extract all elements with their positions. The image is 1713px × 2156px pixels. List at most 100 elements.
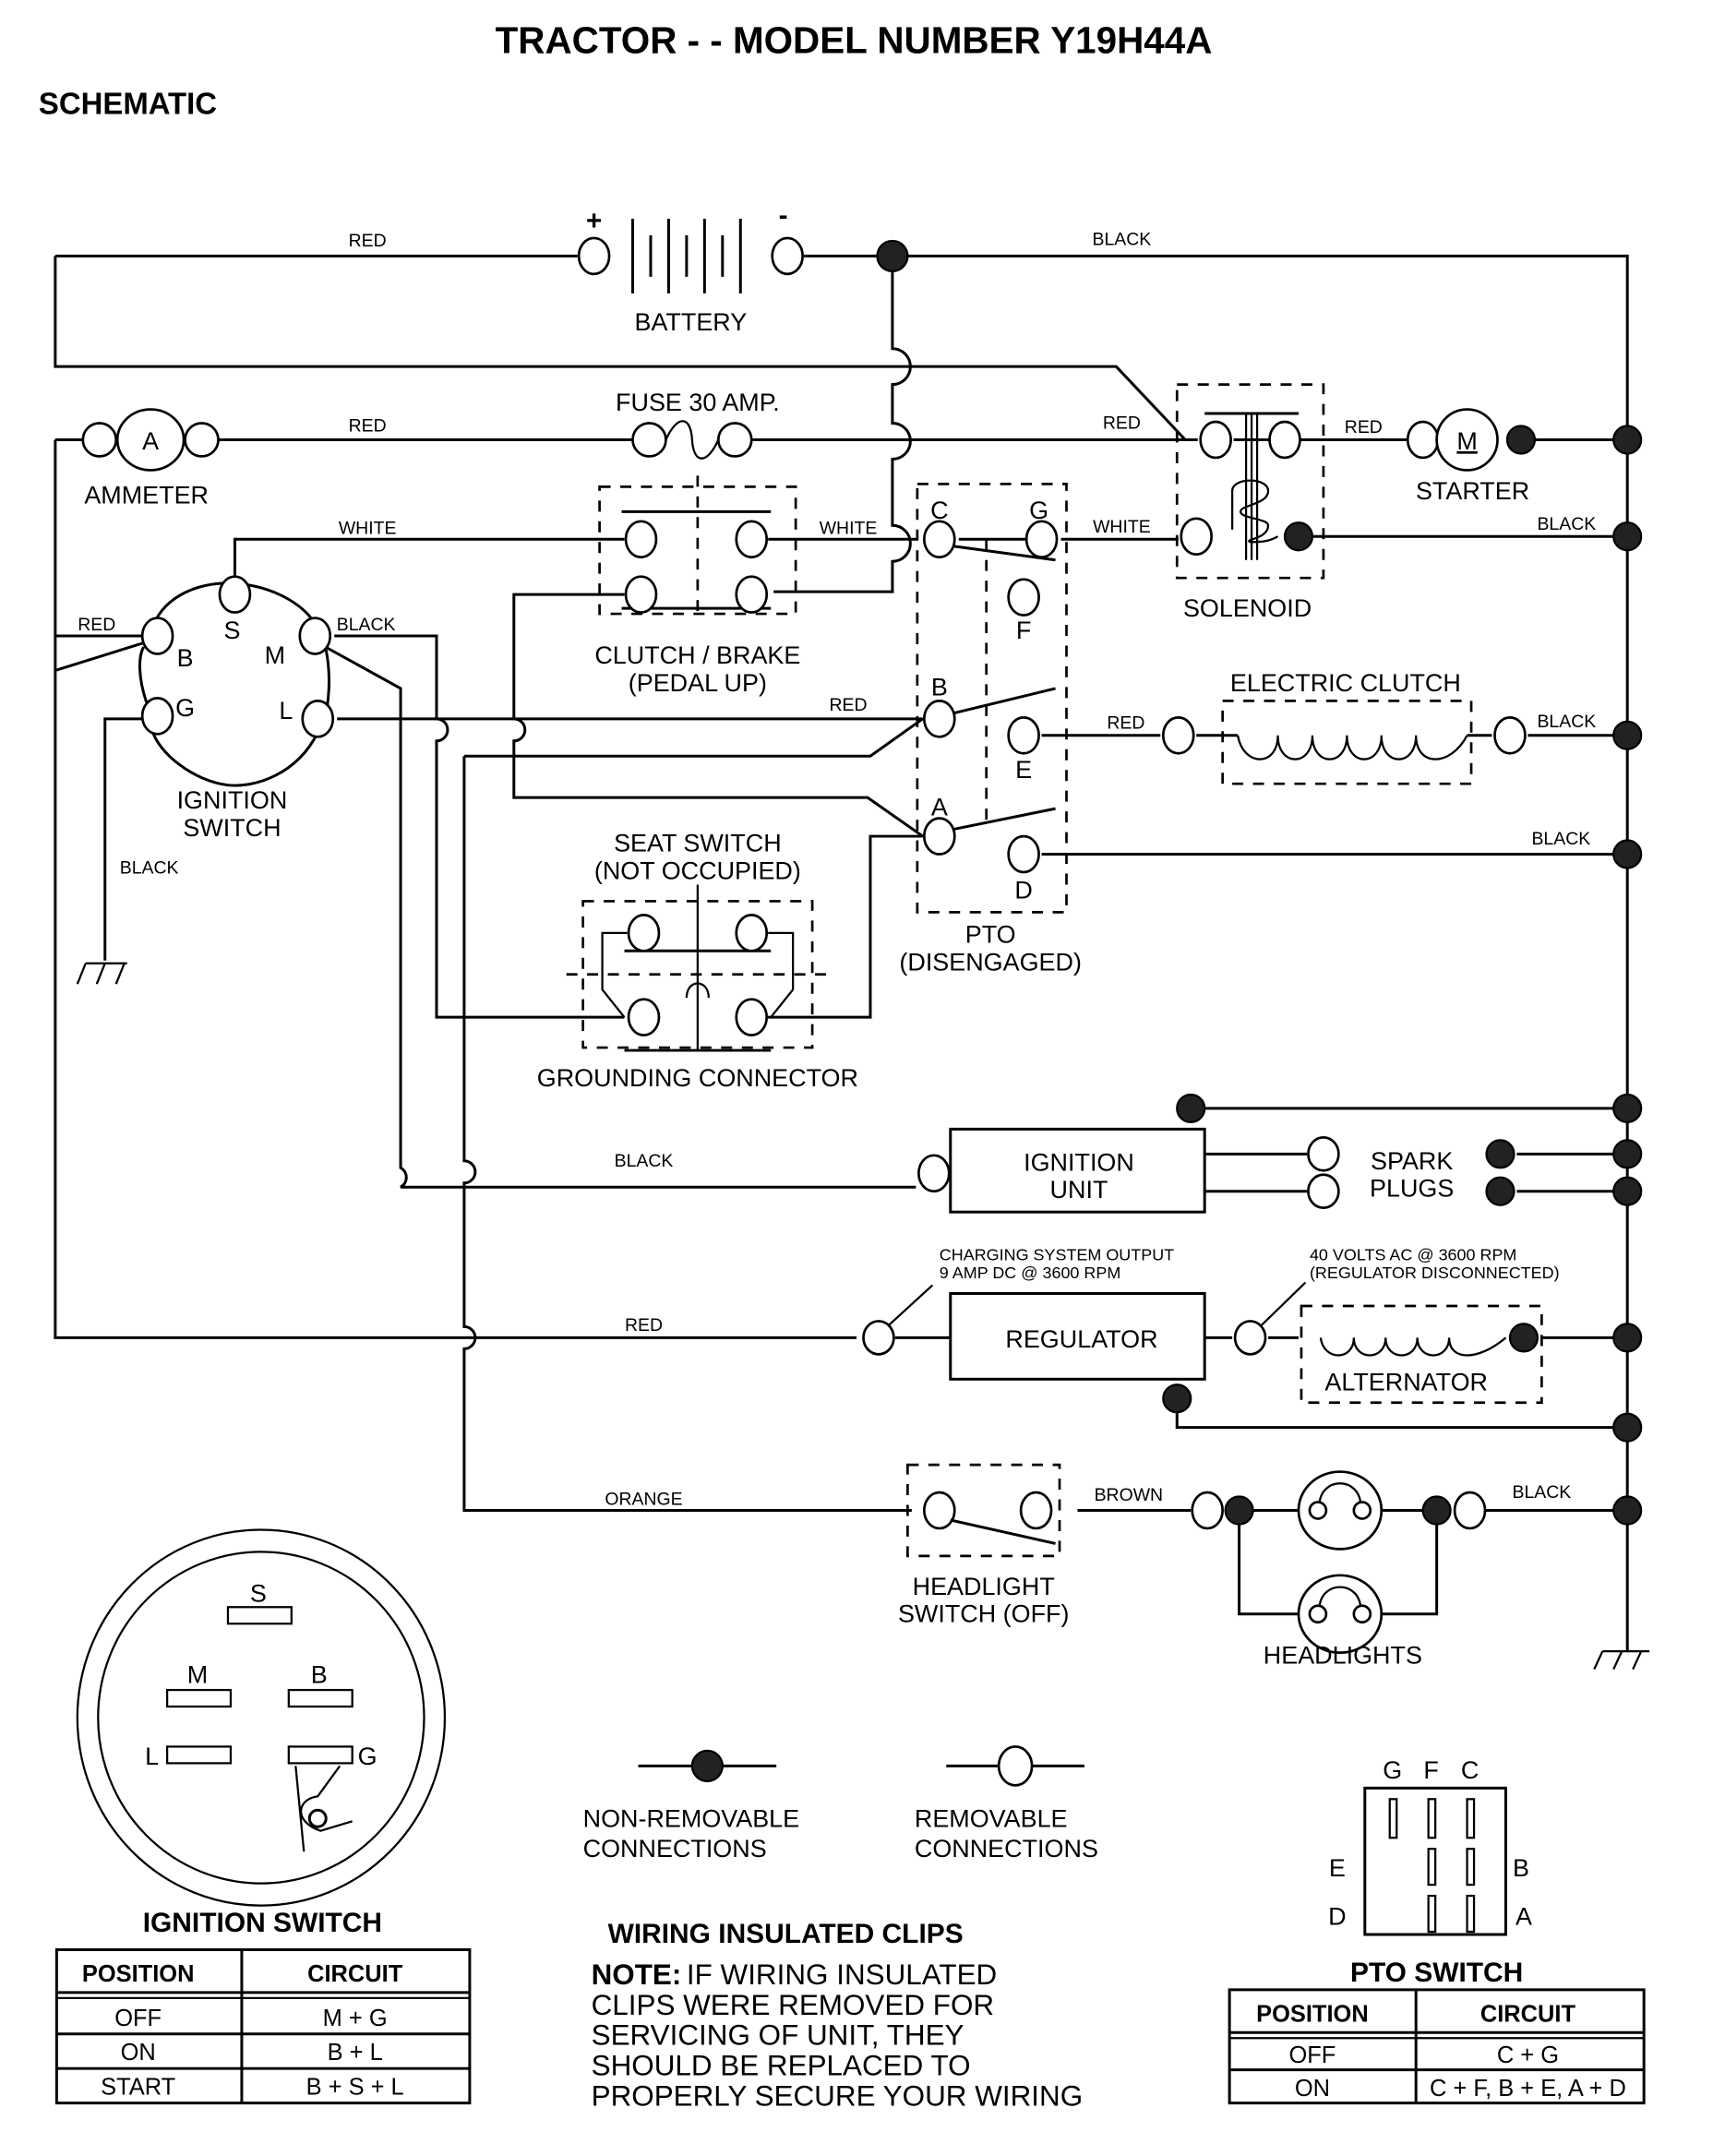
- svg-text:RED: RED: [829, 695, 867, 715]
- ammeter: A AMMETER: [81, 408, 220, 509]
- headlights: HEADLIGHTS: [1191, 1470, 1487, 1670]
- svg-text:NON-REMOVABLE: NON-REMOVABLE: [583, 1804, 800, 1832]
- svg-text:B + S + L: B + S + L: [306, 2075, 404, 2101]
- svg-text:F: F: [1016, 617, 1031, 644]
- svg-text:WHITE: WHITE: [1093, 517, 1151, 537]
- ignition-switch: S B M G L IGNITION SWITCH: [138, 575, 335, 842]
- svg-text:NOTE:: NOTE:: [592, 1958, 682, 1991]
- fuse-30-amp: FUSE 30 AMP.: [616, 389, 780, 460]
- svg-text:E: E: [1015, 756, 1032, 784]
- svg-text:PROPERLY SECURE YOUR WIRING: PROPERLY SECURE YOUR WIRING: [592, 2080, 1084, 2113]
- svg-text:S: S: [223, 617, 240, 644]
- svg-text:OFF: OFF: [114, 2006, 162, 2031]
- wiring: [54, 254, 1629, 1652]
- svg-text:IGNITION SWITCH: IGNITION SWITCH: [143, 1908, 382, 1938]
- svg-text:SERVICING OF UNIT, THEY: SERVICING OF UNIT, THEY: [592, 2019, 964, 2052]
- svg-text:B + L: B + L: [328, 2040, 383, 2066]
- svg-text:WHITE: WHITE: [339, 518, 397, 538]
- svg-text:B: B: [1513, 1854, 1529, 1882]
- svg-text:BLACK: BLACK: [1531, 829, 1590, 849]
- pto-switch-face: G F C E D B A: [1328, 1756, 1532, 1936]
- svg-text:BLACK: BLACK: [1513, 1482, 1572, 1503]
- svg-text:BLACK: BLACK: [615, 1151, 674, 1171]
- svg-text:WIRING INSULATED CLIPS: WIRING INSULATED CLIPS: [608, 1919, 964, 1949]
- alternator: 40 VOLTS AC @ 3600 RPM (REGULATOR DISCON…: [1233, 1246, 1560, 1405]
- non-removable-connection-icon: [690, 1749, 724, 1782]
- svg-text:CLUTCH / BRAKE: CLUTCH / BRAKE: [594, 641, 800, 669]
- svg-text:L: L: [279, 697, 293, 725]
- svg-text:SWITCH (OFF): SWITCH (OFF): [898, 1600, 1070, 1628]
- battery: + - BATTERY: [577, 200, 909, 336]
- svg-text:D: D: [1014, 876, 1032, 904]
- ignition-switch-face: S M B L G: [76, 1528, 447, 1907]
- svg-text:M: M: [265, 641, 285, 669]
- svg-text:9 AMP DC @ 3600 RPM: 9 AMP DC @ 3600 RPM: [940, 1264, 1121, 1282]
- svg-text:D: D: [1328, 1903, 1346, 1931]
- svg-text:SPARK: SPARK: [1371, 1147, 1453, 1175]
- ignition-unit: IGNITION UNIT: [917, 1093, 1206, 1214]
- svg-text:BLACK: BLACK: [120, 857, 179, 878]
- electric-clutch: ELECTRIC CLUTCH: [1161, 669, 1527, 785]
- svg-text:WHITE: WHITE: [820, 518, 878, 538]
- page-title: TRACTOR - - MODEL NUMBER Y19H44A: [496, 18, 1213, 61]
- svg-text:PLUGS: PLUGS: [1370, 1175, 1454, 1203]
- svg-text:PTO SWITCH: PTO SWITCH: [1350, 1958, 1523, 1988]
- svg-text:IGNITION: IGNITION: [1024, 1148, 1134, 1176]
- svg-text:A: A: [931, 794, 948, 821]
- battery-minus-sign: -: [779, 200, 788, 231]
- svg-text:IGNITION: IGNITION: [177, 786, 288, 814]
- wire-labels: RED BLACK RED RED RED WHITE WHITE WHITE …: [78, 229, 1596, 1509]
- svg-text:M: M: [1456, 427, 1477, 455]
- svg-text:(PEDAL UP): (PEDAL UP): [629, 669, 767, 697]
- svg-text:REGULATOR: REGULATOR: [1005, 1325, 1157, 1353]
- svg-text:G: G: [175, 694, 195, 722]
- ammeter-label: AMMETER: [84, 481, 209, 509]
- svg-text:HEADLIGHTS: HEADLIGHTS: [1264, 1642, 1422, 1670]
- battery-label: BATTERY: [635, 308, 748, 336]
- svg-text:SEAT SWITCH: SEAT SWITCH: [614, 830, 782, 857]
- svg-text:C: C: [930, 497, 948, 524]
- svg-text:(REGULATOR DISCONNECTED): (REGULATOR DISCONNECTED): [1310, 1264, 1560, 1282]
- spark-plugs: SPARK PLUGS: [1307, 1136, 1515, 1210]
- svg-text:A: A: [1515, 1903, 1532, 1931]
- svg-text:SWITCH: SWITCH: [183, 814, 281, 842]
- svg-text:PTO: PTO: [965, 920, 1016, 948]
- ground-symbol: [76, 962, 1650, 1671]
- svg-text:STARTER: STARTER: [1416, 477, 1529, 505]
- svg-text:ELECTRIC CLUTCH: ELECTRIC CLUTCH: [1230, 669, 1461, 697]
- svg-text:ON: ON: [121, 2040, 156, 2066]
- svg-text:(DISENGAGED): (DISENGAGED): [899, 948, 1082, 976]
- svg-text:RED: RED: [1103, 413, 1141, 434]
- svg-text:B: B: [931, 673, 948, 701]
- connection-legend: NON-REMOVABLE CONNECTIONS REMOVABLE CONN…: [583, 1745, 1098, 1863]
- svg-text:RED: RED: [625, 1315, 663, 1336]
- svg-text:BLACK: BLACK: [1537, 712, 1596, 732]
- page-subtitle: SCHEMATIC: [39, 86, 217, 120]
- svg-text:BROWN: BROWN: [1095, 1485, 1164, 1505]
- svg-text:RED: RED: [78, 615, 115, 635]
- svg-text:40 VOLTS AC @ 3600 RPM: 40 VOLTS AC @ 3600 RPM: [1310, 1246, 1516, 1264]
- svg-text:BLACK: BLACK: [1537, 514, 1596, 534]
- removable-connection-icon: [997, 1745, 1034, 1787]
- svg-text:RED: RED: [349, 416, 387, 437]
- svg-text:HEADLIGHT: HEADLIGHT: [913, 1573, 1055, 1600]
- regulator: CHARGING SYSTEM OUTPUT 9 AMP DC @ 3600 R…: [862, 1246, 1206, 1414]
- svg-text:CIRCUIT: CIRCUIT: [307, 1961, 403, 1987]
- fuse-label: FUSE 30 AMP.: [616, 389, 780, 416]
- svg-text:CONNECTIONS: CONNECTIONS: [583, 1835, 767, 1863]
- svg-text:ORANGE: ORANGE: [605, 1490, 682, 1510]
- svg-text:CIRCUIT: CIRCUIT: [1480, 2001, 1576, 2027]
- svg-text:B: B: [177, 644, 194, 672]
- junction-dot: [876, 239, 909, 273]
- svg-text:G: G: [1029, 497, 1048, 524]
- seat-switch: SEAT SWITCH (NOT OCCUPIED) GROUNDING CON…: [537, 830, 858, 1092]
- svg-text:RED: RED: [349, 231, 387, 251]
- ignition-switch-table: IGNITION SWITCH POSITION CIRCUIT OFF M +…: [54, 1908, 472, 2105]
- svg-text:C: C: [1461, 1756, 1479, 1784]
- clutch-brake-switch: CLUTCH / BRAKE (PEDAL UP): [594, 475, 800, 697]
- svg-text:G: G: [1383, 1756, 1402, 1784]
- battery-plus-sign: +: [586, 206, 602, 236]
- svg-text:F: F: [1423, 1756, 1438, 1784]
- svg-text:RED: RED: [1345, 417, 1383, 437]
